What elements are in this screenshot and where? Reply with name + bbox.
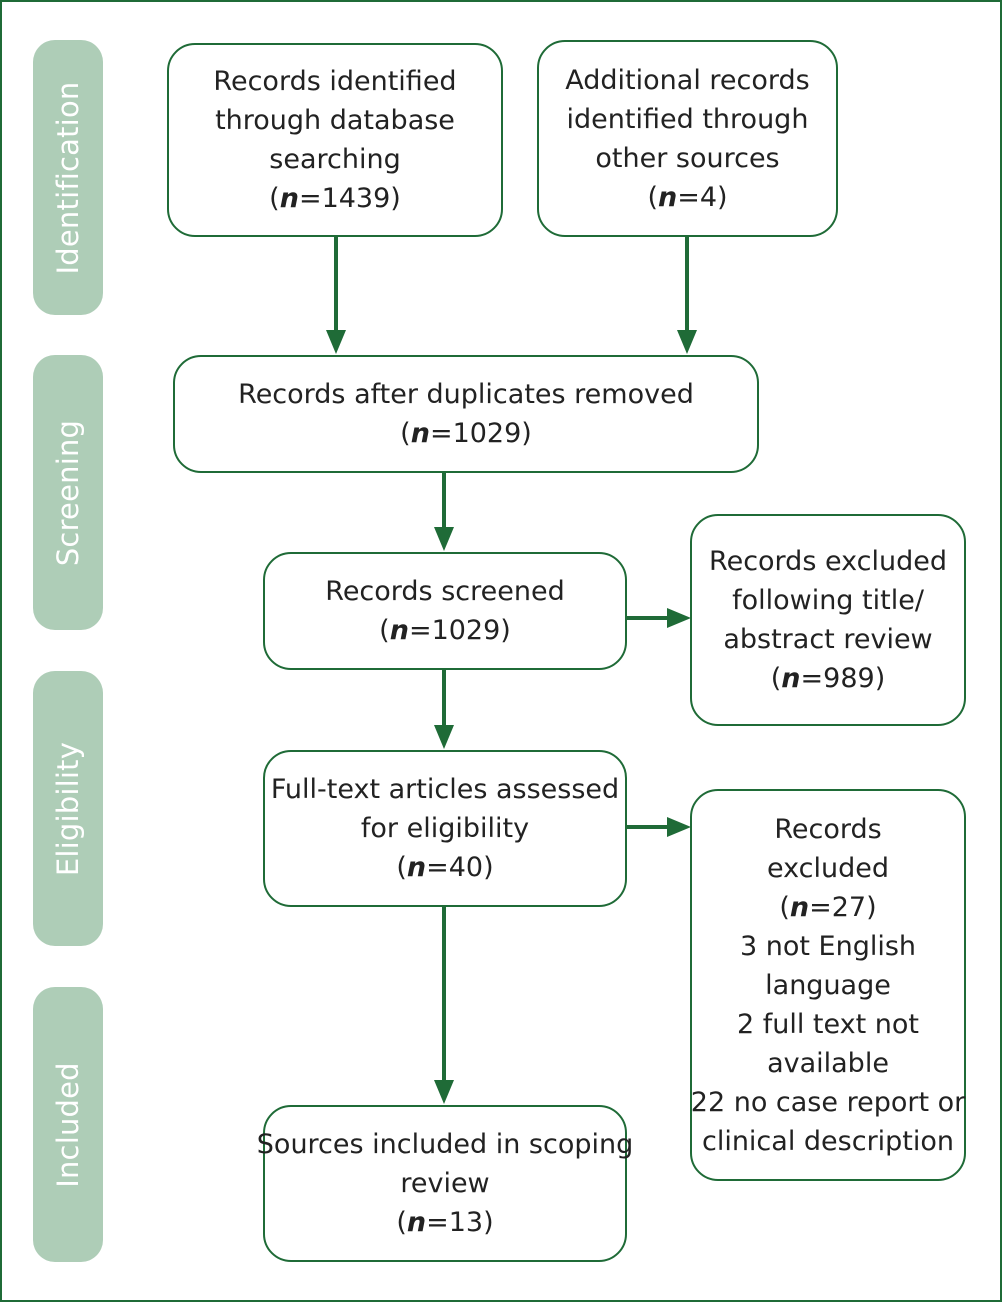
exclusion-reason: 3 not English bbox=[739, 930, 917, 962]
box-database-line-2: through database bbox=[215, 105, 455, 136]
arrow-other-to-duplicates-head bbox=[677, 330, 697, 354]
box-duplicates-removed: Records after duplicates removed (n=1029… bbox=[173, 355, 759, 473]
box-screened-count: (n=1029) bbox=[379, 615, 511, 646]
box-fulltext-line-1: Full-text articles assessed bbox=[270, 774, 620, 805]
stage-screening: Screening bbox=[33, 355, 103, 630]
box-included-line-2: review bbox=[400, 1168, 490, 1199]
box-excluded-title-line-2: following title/ bbox=[732, 585, 924, 616]
arrow-screened-to-fulltext-head bbox=[434, 725, 454, 749]
arrow-screened-to-excluded-head bbox=[667, 608, 691, 628]
box-database-line-1: Records identified bbox=[213, 66, 457, 97]
box-other-line-1: Additional records bbox=[565, 64, 810, 96]
box-fulltext-line-2: for eligibility bbox=[360, 813, 530, 844]
box-excluded-fulltext-line-1: Records bbox=[774, 813, 882, 845]
box-fulltext-assessed: Full-text articles assessed for eligibil… bbox=[263, 750, 627, 907]
exclusion-reason: 2 full text not bbox=[736, 1008, 920, 1040]
box-included-line-1: Sources included in scoping bbox=[256, 1129, 634, 1160]
exclusion-reason: available bbox=[767, 1047, 889, 1079]
box-excluded-fulltext-line-2: excluded bbox=[767, 852, 889, 884]
box-other-line-3: other sources bbox=[595, 142, 780, 174]
box-duplicates-line-1: Records after duplicates removed bbox=[238, 379, 694, 410]
box-excluded-title-abstract: Records excluded following title/ abstra… bbox=[690, 514, 966, 726]
stage-included: Included bbox=[33, 987, 103, 1262]
exclusion-reason: language bbox=[765, 969, 891, 1001]
box-other-line-2: identified through bbox=[566, 103, 809, 135]
arrow-database-to-duplicates-head bbox=[326, 330, 346, 354]
arrow-duplicates-to-screened-head bbox=[434, 527, 454, 551]
box-excluded-fulltext: Records excluded (n=27) 3 not English la… bbox=[690, 789, 966, 1181]
arrow-fulltext-to-excluded-head bbox=[667, 817, 691, 837]
box-screened-line-1: Records screened bbox=[325, 576, 565, 607]
box-fulltext-count: (n=40) bbox=[396, 852, 494, 883]
box-excluded-title-line-3: abstract review bbox=[723, 624, 933, 655]
box-excluded-title-line-1: Records excluded bbox=[709, 546, 947, 577]
box-excluded-fulltext-count: (n=27) bbox=[779, 891, 877, 923]
arrow-fulltext-to-included-head bbox=[434, 1080, 454, 1104]
box-included-count: (n=13) bbox=[396, 1207, 494, 1238]
box-records-screened: Records screened (n=1029) bbox=[263, 552, 627, 670]
stage-eligibility: Eligibility bbox=[33, 671, 103, 946]
box-sources-included: Sources included in scoping review (n=13… bbox=[257, 1105, 633, 1262]
exclusion-reason: 22 no case report or bbox=[690, 1086, 966, 1118]
box-database-records: Records identified through database sear… bbox=[167, 43, 503, 237]
box-database-line-3: searching bbox=[269, 144, 401, 175]
box-other-count: (n=4) bbox=[647, 181, 728, 213]
exclusion-reason: clinical description bbox=[701, 1125, 955, 1157]
box-duplicates-count: (n=1029) bbox=[400, 418, 532, 449]
box-excluded-title-count: (n=989) bbox=[770, 663, 886, 694]
stage-identification: Identification bbox=[33, 40, 103, 315]
box-other-sources: Additional records identified through ot… bbox=[537, 40, 838, 237]
box-database-count: (n=1439) bbox=[269, 183, 401, 214]
